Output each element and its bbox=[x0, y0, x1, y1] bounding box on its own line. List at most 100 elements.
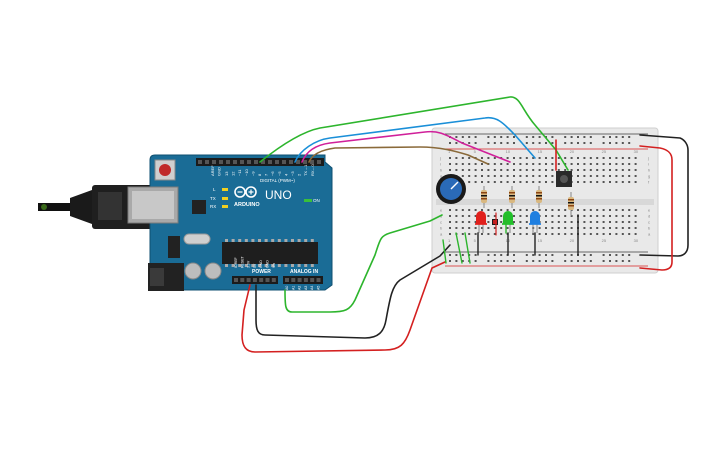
resistor-1[interactable] bbox=[481, 186, 487, 208]
column-number: 1 bbox=[448, 149, 451, 154]
digital-pin-label: RX←0 bbox=[310, 163, 315, 176]
column-number: 20 bbox=[570, 238, 575, 243]
reset-button[interactable] bbox=[159, 164, 171, 176]
resistor-4[interactable] bbox=[568, 192, 574, 216]
column-number: 25 bbox=[602, 149, 607, 154]
wire-blue[interactable] bbox=[294, 116, 536, 163]
power-header-label: POWER bbox=[252, 269, 271, 275]
power-pin-label: GND bbox=[259, 260, 263, 268]
small-component-mark bbox=[493, 220, 497, 224]
row-letter: a bbox=[440, 232, 443, 237]
on-label: ON bbox=[313, 198, 320, 203]
center-channel bbox=[436, 199, 654, 205]
rx-label: RX bbox=[210, 204, 216, 209]
wire-magenta[interactable] bbox=[301, 130, 511, 163]
resistor-2[interactable] bbox=[509, 186, 515, 208]
capacitor-1 bbox=[184, 262, 202, 280]
column-number: 10 bbox=[506, 149, 511, 154]
wire-brown[interactable] bbox=[308, 146, 489, 165]
column-number: 15 bbox=[538, 238, 543, 243]
led-rx-indicator bbox=[222, 205, 228, 208]
l-label: L bbox=[213, 187, 216, 192]
wires bbox=[241, 96, 689, 353]
row-letter: d bbox=[648, 214, 650, 219]
power-pin-label: RESET bbox=[240, 255, 244, 268]
arduino-logo-text: ARDUINO bbox=[234, 202, 260, 208]
tx-label: TX bbox=[210, 196, 216, 201]
row-letter: j bbox=[647, 156, 649, 161]
column-number: 5 bbox=[474, 149, 477, 154]
wire-black-gnd[interactable] bbox=[255, 244, 451, 339]
digital-pin-label: 12 bbox=[231, 171, 236, 176]
column-number: 5 bbox=[474, 238, 477, 243]
digital-pin-label: ~9 bbox=[250, 171, 255, 176]
digital-pin-label: ~6 bbox=[270, 171, 275, 176]
aref-pin-label: AREF bbox=[210, 165, 215, 176]
wire-green-jumper-3[interactable] bbox=[464, 232, 471, 264]
power-pin-label: IOREF bbox=[234, 257, 238, 268]
wire-green-analog[interactable] bbox=[284, 214, 443, 313]
voltage-regulator bbox=[168, 236, 180, 258]
led-tx-indicator bbox=[222, 197, 228, 200]
row-letter: i bbox=[440, 162, 441, 167]
usb-plug-light-icon bbox=[41, 204, 47, 210]
wire-green-jumper-2[interactable] bbox=[455, 232, 463, 264]
power-pin-label: 3.3V bbox=[247, 260, 251, 268]
row-letter: b bbox=[648, 226, 651, 231]
wire-red-5v[interactable] bbox=[241, 261, 446, 353]
power-pin-label: Vin bbox=[272, 263, 276, 268]
analog-pin-label: A2 bbox=[298, 286, 302, 290]
on-led-indicator bbox=[304, 199, 312, 202]
analog-pin-label: A4 bbox=[310, 286, 314, 290]
digital-pin-label: 13 bbox=[224, 171, 229, 176]
resistor-3[interactable] bbox=[536, 186, 542, 208]
wire-green-top[interactable] bbox=[259, 96, 569, 171]
row-letter: e bbox=[648, 208, 651, 213]
wire-red-rail[interactable] bbox=[639, 145, 673, 271]
potentiometer[interactable] bbox=[436, 174, 466, 204]
digital-pin-label: 7 bbox=[264, 173, 269, 176]
row-letter: h bbox=[648, 168, 650, 173]
wire-black-rail[interactable] bbox=[639, 134, 689, 257]
column-number: 25 bbox=[602, 238, 607, 243]
row-letter: h bbox=[440, 168, 442, 173]
digital-pin-label: 8 bbox=[257, 173, 262, 176]
led-group bbox=[475, 211, 541, 233]
row-letter: g bbox=[440, 174, 442, 179]
digital-pin-label: 4 bbox=[283, 173, 288, 176]
gnd-pin-label: GND bbox=[217, 167, 222, 176]
digital-header-label: DIGITAL (PWM~) bbox=[260, 178, 295, 183]
digital-pin-label: ~5 bbox=[277, 171, 282, 176]
digital-pin-label: ~3 bbox=[290, 171, 295, 176]
column-number: 15 bbox=[538, 149, 543, 154]
crystal-oscillator bbox=[183, 233, 211, 245]
wire-green-jumper-1[interactable] bbox=[442, 239, 447, 264]
row-letter: b bbox=[440, 226, 443, 231]
row-letter: c bbox=[440, 220, 442, 225]
row-letter: e bbox=[440, 208, 443, 213]
usb-interface-chip bbox=[192, 200, 206, 214]
row-letter: a bbox=[648, 232, 651, 237]
digital-pin-label: 2 bbox=[297, 173, 302, 176]
led-l-indicator bbox=[222, 188, 228, 191]
usb-b-port-inner bbox=[132, 191, 174, 219]
breadboard-labels: jjiihhggffeeddccbbaa11551010151520202525… bbox=[439, 149, 651, 243]
column-number: 1 bbox=[448, 238, 451, 243]
push-button[interactable] bbox=[556, 171, 572, 187]
column-number: 30 bbox=[634, 238, 639, 243]
row-letter: f bbox=[648, 180, 650, 185]
blue-led[interactable] bbox=[529, 211, 541, 233]
digital-pin-label: ~11 bbox=[237, 169, 242, 176]
power-pin-label: GND bbox=[266, 260, 270, 268]
analog-pin-label: A5 bbox=[317, 286, 321, 290]
usb-plug-grip bbox=[98, 192, 122, 220]
push-button-cap[interactable] bbox=[560, 175, 568, 183]
red-led[interactable] bbox=[475, 211, 487, 233]
atmega-microcontroller bbox=[222, 242, 318, 264]
breadboard[interactable]: jjiihhggffeeddccbbaa11551010151520202525… bbox=[431, 127, 659, 274]
